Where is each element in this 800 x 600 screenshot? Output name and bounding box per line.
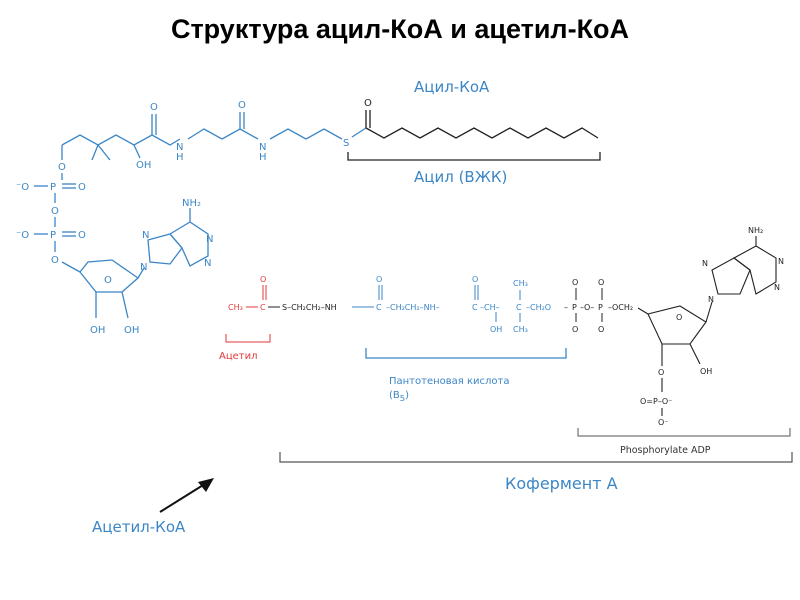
atom-nh: N [176, 142, 183, 153]
svg-text:O=P–O⁻: O=P–O⁻ [640, 397, 672, 406]
atom-oh: OH [136, 160, 151, 171]
svg-text:C: C [472, 303, 478, 312]
svg-text:–CH₂CH₂–NH–: –CH₂CH₂–NH– [386, 303, 440, 312]
svg-text:–CH–: –CH– [480, 303, 500, 312]
arrow-icon [159, 478, 214, 513]
atom-o: O [51, 206, 59, 217]
atom-s: S [343, 138, 349, 149]
svg-text:O: O [572, 325, 578, 334]
atom-o: O [150, 102, 158, 113]
pantothenic-acid-label: Пантотеновая кислота (B5) [389, 375, 509, 405]
svg-text:C: C [260, 303, 266, 312]
svg-text:OH: OH [490, 325, 502, 334]
svg-text:OH: OH [700, 367, 712, 376]
atom-o: O [78, 230, 86, 241]
coenzyme-bracket [279, 452, 793, 463]
svg-text:S–CH₂CH₂–NH: S–CH₂CH₂–NH [282, 303, 337, 312]
atom-h: H [176, 152, 184, 163]
acyl-fatty-acid-label: Ацил (ВЖК) [414, 168, 508, 186]
atom-o-minus: ⁻O [16, 182, 29, 193]
svg-text:C: C [376, 303, 382, 312]
svg-text:N: N [702, 259, 708, 268]
svg-text:O: O [598, 278, 604, 287]
svg-text:NH₂: NH₂ [748, 226, 763, 235]
pantothenic-line2: (B5) [389, 390, 409, 403]
svg-text:O: O [260, 275, 266, 284]
svg-text:–OCH₂: –OCH₂ [608, 303, 633, 312]
phosphorylate-adp-label: Phosphorylate ADP [620, 445, 711, 456]
acyl-bracket [347, 152, 601, 161]
atom-n: N [142, 230, 149, 241]
atom-oh: OH [90, 325, 105, 336]
atom-n: N [206, 234, 213, 245]
acetyl-label: Ацетил [219, 351, 258, 362]
svg-text:O: O [572, 278, 578, 287]
atom-o: O [78, 182, 86, 193]
padp-bracket [577, 428, 791, 437]
acyl-coa-label: Ацил-КоА [414, 78, 490, 96]
pantothenic-line1: Пантотеновая кислота [389, 376, 510, 387]
svg-text:O: O [676, 313, 682, 322]
atom-h: H [259, 152, 267, 163]
svg-text:–: – [564, 303, 568, 312]
svg-text:CH₃: CH₃ [228, 303, 243, 312]
svg-text:P: P [598, 303, 603, 312]
atom-o: O [104, 275, 112, 286]
atom-p: P [50, 230, 56, 241]
svg-text:O⁻: O⁻ [658, 418, 669, 427]
svg-text:–CH₂O: –CH₂O [526, 303, 551, 312]
svg-text:O: O [658, 368, 664, 377]
atom-nh: N [259, 142, 266, 153]
svg-text:–O–: –O– [580, 303, 594, 312]
atom-o-minus: ⁻O [16, 230, 29, 241]
atom-o: O [58, 162, 66, 173]
svg-text:CH₃: CH₃ [513, 279, 528, 288]
svg-text:P: P [572, 303, 577, 312]
svg-text:N: N [708, 295, 714, 304]
acetyl-bracket [225, 334, 271, 343]
acetyl-coa-structure: CH₃ C O S–CH₂CH₂–NH C O –CH₂CH₂–NH– C O … [228, 226, 784, 427]
svg-text:O: O [472, 275, 478, 284]
atom-n: N [204, 258, 211, 269]
svg-text:CH₃: CH₃ [513, 325, 528, 334]
atom-p: P [50, 182, 56, 193]
svg-text:N: N [778, 257, 784, 266]
atom-o: O [364, 98, 372, 109]
atom-nh2: NH₂ [182, 198, 201, 209]
atom-oh: OH [124, 325, 139, 336]
svg-text:O: O [376, 275, 382, 284]
svg-text:C: C [516, 303, 522, 312]
acyl-coa-structure: O OH N H O N H S O O ⁻O P O O ⁻O P [16, 98, 599, 336]
atom-n: N [140, 262, 147, 273]
svg-text:O: O [598, 325, 604, 334]
pantothenic-bracket [365, 348, 567, 359]
atom-o: O [238, 100, 246, 111]
page-title: Структура ацил-КоА и ацетил-КоА [170, 14, 630, 44]
acetyl-coa-label: Ацетил-КоА [92, 518, 186, 536]
coenzyme-a-label: Кофермент А [505, 474, 618, 493]
atom-o: O [51, 255, 59, 266]
svg-text:N: N [774, 283, 780, 292]
